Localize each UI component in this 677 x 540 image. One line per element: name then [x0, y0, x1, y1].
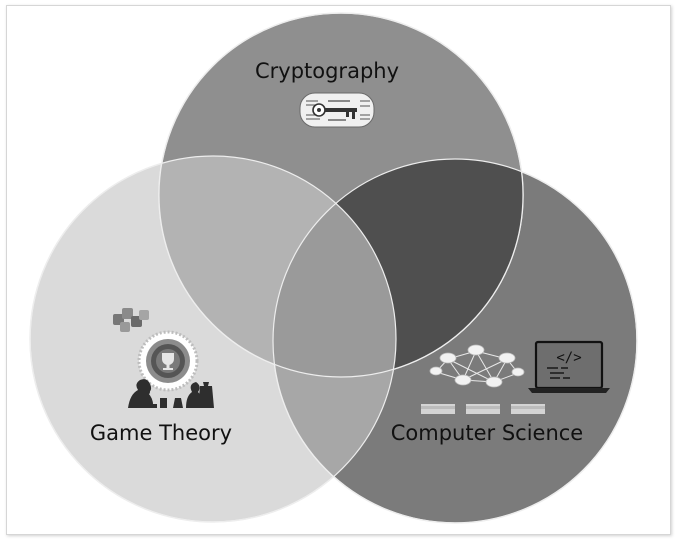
computer-science-label: Computer Science	[391, 421, 583, 445]
center-overlap	[273, 159, 396, 377]
cryptography-label: Cryptography	[255, 59, 399, 83]
game-theory-label: Game Theory	[90, 421, 232, 445]
network-laptop-icon: </>	[421, 340, 610, 414]
key-icon	[299, 92, 375, 128]
trophy-chess-icon	[113, 308, 214, 408]
svg-text:</>: </>	[556, 350, 581, 366]
